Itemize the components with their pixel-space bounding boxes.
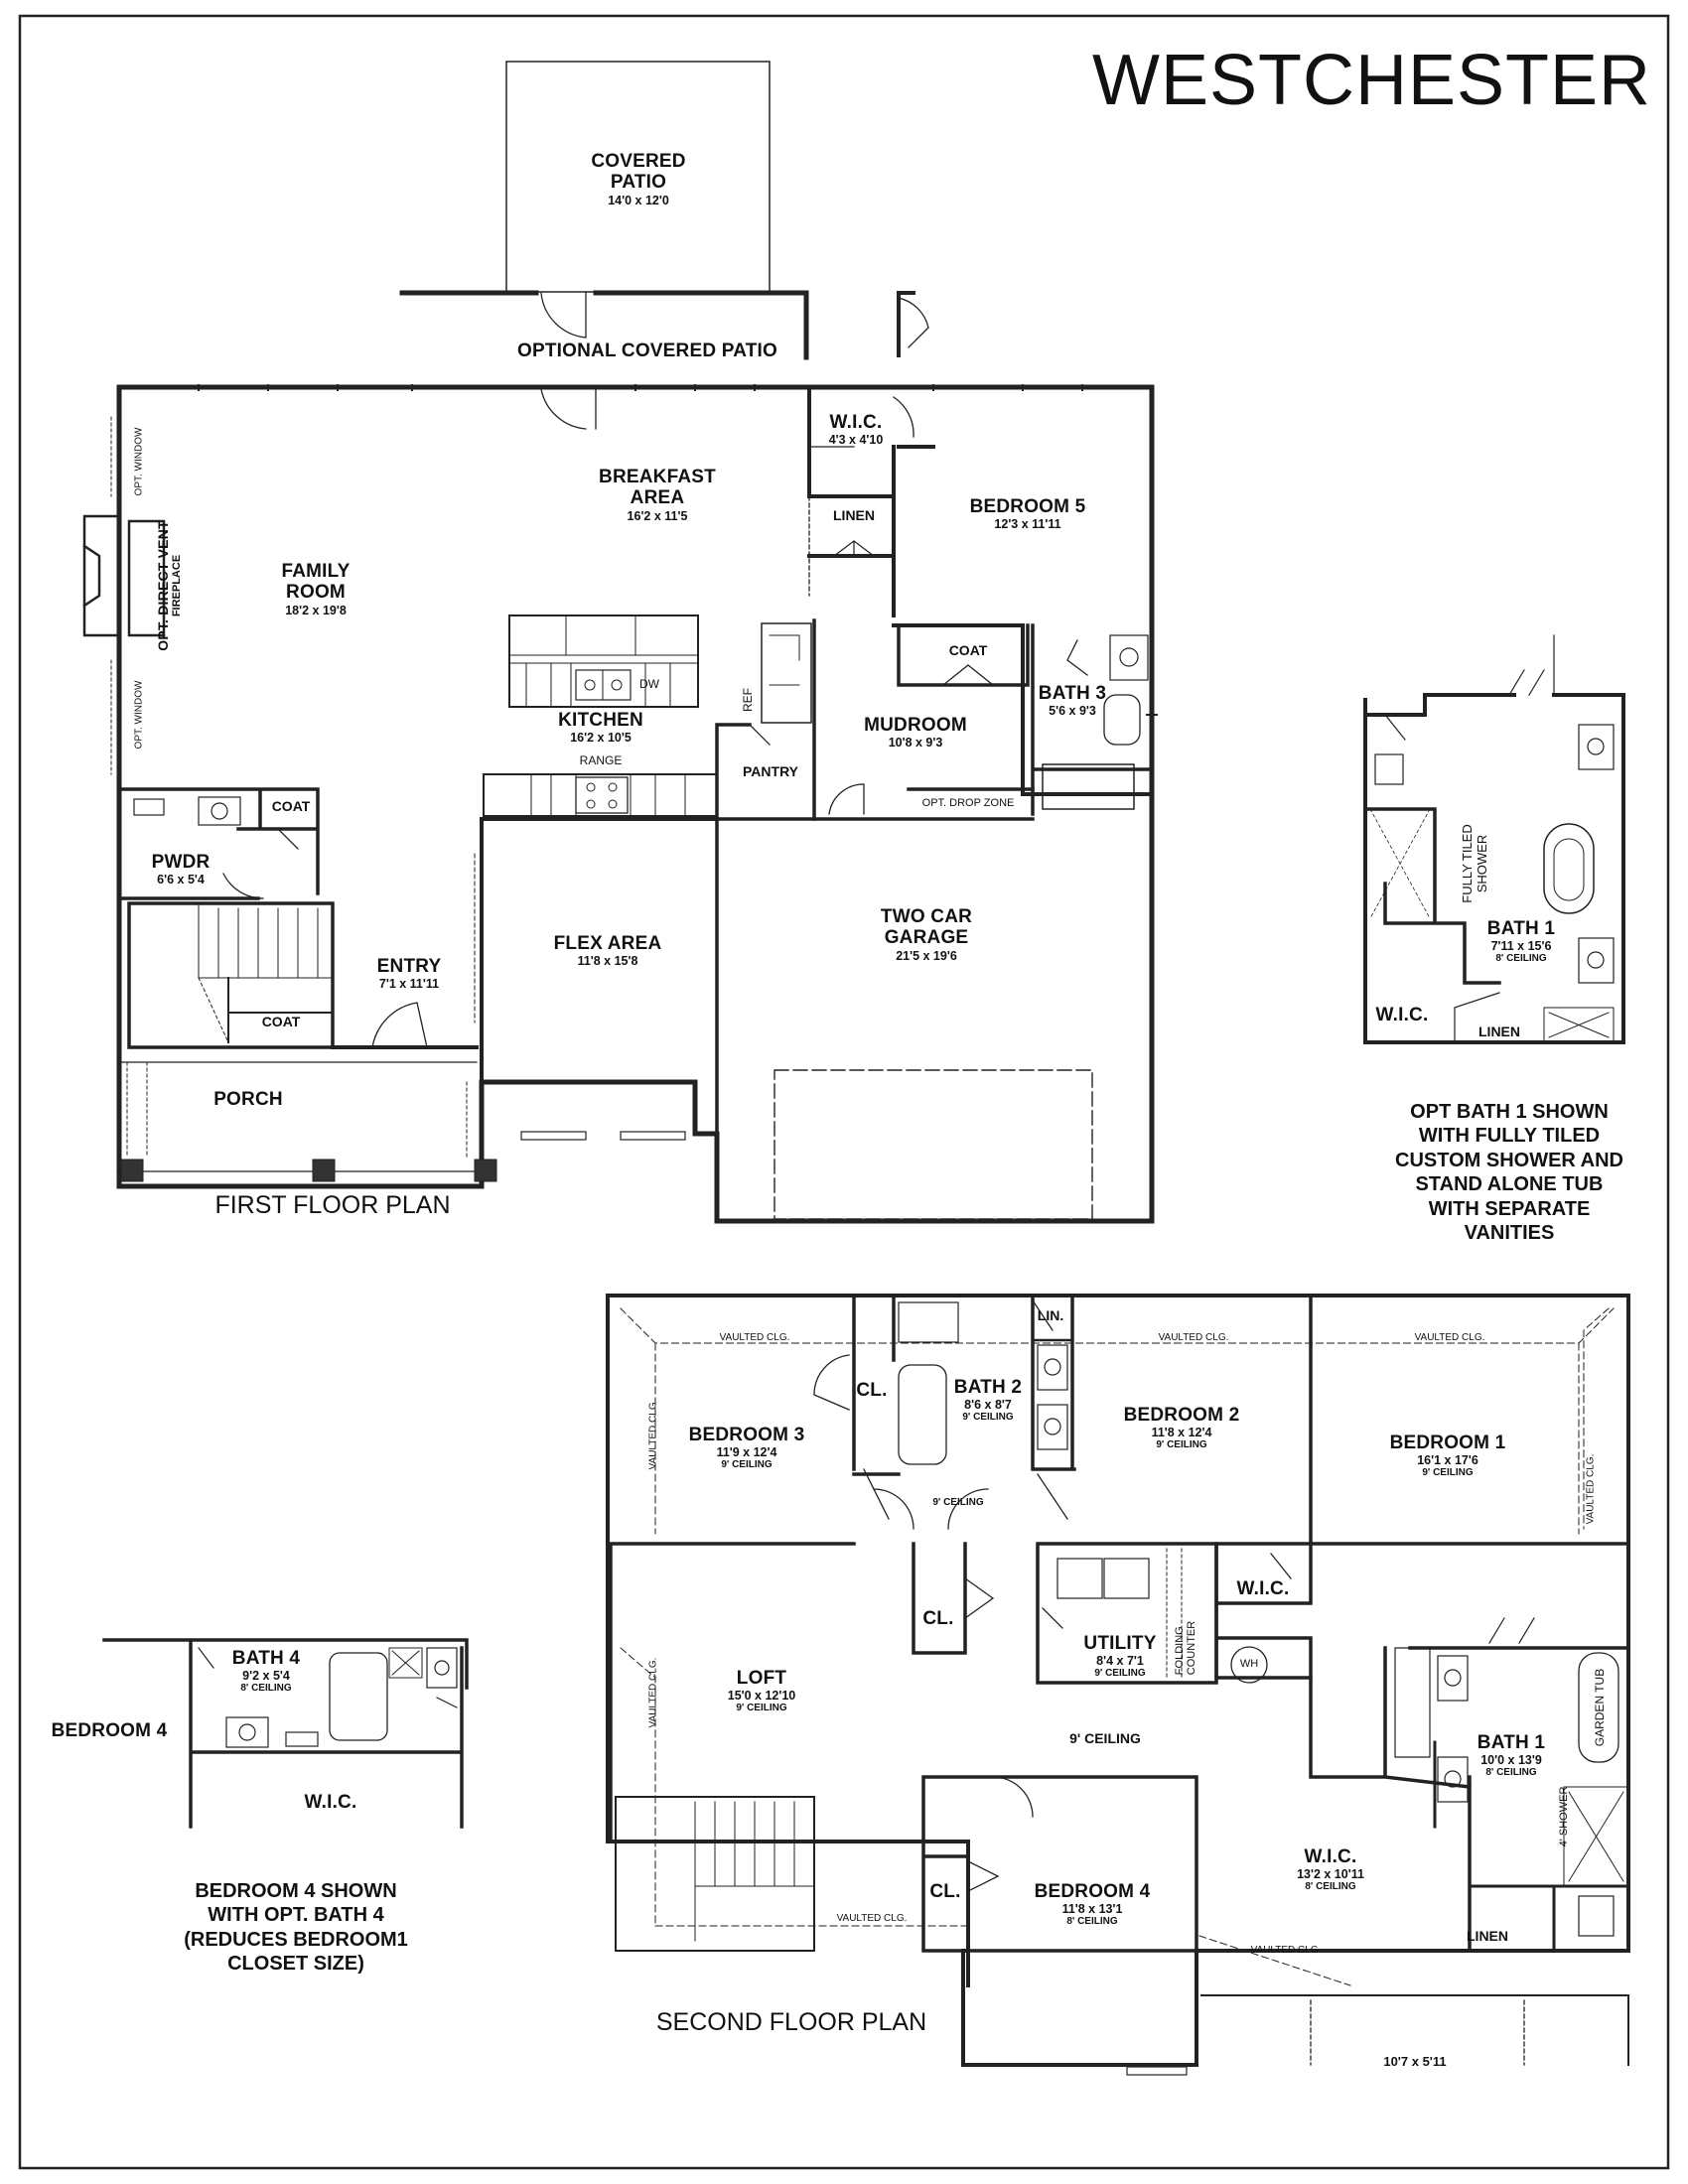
bed5-walls: [807, 385, 1154, 796]
optional-covered-patio-label: OPTIONAL COVERED PATIO: [517, 341, 777, 361]
pantry-label: PANTRY: [743, 763, 798, 779]
upper-room-walls: [609, 1294, 1630, 1843]
range-label: RANGE: [579, 753, 623, 767]
bedroom4-label: BEDROOM 4 11'8 x 13'1 8' CEILING: [1034, 1881, 1151, 1928]
opt-bath1-wic-label: W.I.C.: [1375, 1005, 1429, 1025]
bath2-label: BATH 2 8'6 x 8'7 9' CEILING: [953, 1377, 1023, 1424]
loft-label: LOFT 15'0 x 12'10 9' CEILING: [727, 1668, 796, 1714]
first-floor-heading: FIRST FLOOR PLAN: [214, 1191, 451, 1219]
wic-first-floor-label: W.I.C. 4'3 x 4'10: [828, 412, 884, 448]
second-floor-heading: SECOND FLOOR PLAN: [655, 2008, 927, 2036]
vaulted-clg-stair: VAULTED CLG.: [836, 1913, 908, 1924]
fully-tiled-shower-label: FULLY TILED SHOWER: [1460, 824, 1489, 903]
optional-patio-wall: [399, 290, 809, 360]
fireplace-label: OPT. DIRECT VENT FIREPLACE: [155, 520, 183, 651]
bedroom1-label: BEDROOM 1 16'1 x 17'6 9' CEILING: [1389, 1433, 1506, 1479]
covered-patio-label: COVERED PATIO 14'0 x 12'0: [591, 151, 686, 207]
bath4-option-walls: [102, 1638, 469, 1829]
opt-bath1-label: BATH 1 7'11 x 15'6 8' CEILING: [1486, 918, 1556, 965]
lin-label: LIN.: [1037, 1307, 1064, 1323]
bedroom3-label: BEDROOM 3 11'9 x 12'4 9' CEILING: [688, 1425, 805, 1471]
bath4-option-note: BEDROOM 4 SHOWN WITH OPT. BATH 4 (REDUCE…: [184, 1880, 408, 1976]
shower-label: 4' SHOWER: [1558, 1786, 1570, 1847]
opt-bath1-outline: [1363, 693, 1625, 1044]
plan-title: WESTCHESTER: [1092, 41, 1652, 120]
vaulted-clg-2: VAULTED CLG.: [1158, 1332, 1229, 1343]
vaulted-clg-loft: VAULTED CLG.: [647, 1657, 659, 1728]
range-counter: [483, 773, 718, 817]
coat-mudroom-label: COAT: [948, 642, 988, 658]
ref-label: REF: [741, 688, 755, 712]
coat-stairs-label: COAT: [261, 1014, 301, 1029]
vaulted-clg-1: VAULTED CLG.: [719, 1332, 790, 1343]
vaulted-ceiling-lines: [620, 1307, 1615, 1986]
mudroom-label: MUDROOM 10'8 x 9'3: [864, 715, 967, 751]
garage-label: TWO CAR GARAGE 21'5 x 19'6: [880, 906, 973, 963]
balcony-dims-label: 10'7 x 5'11: [1383, 2054, 1447, 2069]
family-room-label: FAMILY ROOM 18'2 x 19'8: [281, 561, 351, 617]
master-bath-walls: [1309, 1646, 1630, 1953]
hall-ceiling-1: 9' CEILING: [932, 1497, 984, 1508]
water-heater-label: WH: [1239, 1658, 1259, 1670]
pwdr-label: PWDR 6'6 x 5'4: [151, 852, 211, 887]
pantry-walls: [715, 723, 816, 1223]
porch: [116, 1061, 483, 1172]
second-floor-exterior: [606, 1294, 1630, 2067]
bedroom4-option-label: BEDROOM 4: [51, 1720, 168, 1741]
master-bath1-label: BATH 1 10'0 x 13'9 8' CEILING: [1477, 1732, 1546, 1779]
vaulted-clg-left: VAULTED CLG.: [647, 1399, 659, 1470]
closet-bed3-label: CL.: [856, 1380, 888, 1401]
bath3-label: BATH 3 5'6 x 9'3: [1038, 683, 1107, 719]
vaulted-clg-3: VAULTED CLG.: [1414, 1332, 1485, 1343]
bedroom2-label: BEDROOM 2 11'8 x 12'4 9' CEILING: [1123, 1405, 1240, 1451]
hall-ceiling-2: 9' CEILING: [1069, 1730, 1141, 1746]
fireplace-box: [82, 514, 166, 637]
page-border: [18, 14, 1670, 2170]
kitchen-island: [508, 614, 699, 708]
garden-tub-label: GARDEN TUB: [1593, 1668, 1607, 1747]
opt-window-top-label: OPT. WINDOW: [133, 427, 145, 496]
opt-bath1-note: OPT BATH 1 SHOWN WITH FULLY TILED CUSTOM…: [1395, 1101, 1623, 1244]
wic-upper-label: W.I.C.: [1236, 1578, 1290, 1599]
breakfast-area-label: BREAKFAST AREA 16'2 x 11'5: [599, 467, 716, 523]
vaulted-clg-right: VAULTED CLG.: [1585, 1453, 1597, 1525]
opt-bath1-linen-label: LINEN: [1478, 1024, 1520, 1039]
closet-loft: [912, 1542, 967, 1655]
folding-counter-label: FOLDING COUNTER: [1174, 1620, 1197, 1676]
bedroom4-walls: [921, 1775, 1198, 1953]
vaulted-clg-wic: VAULTED CLG.: [1250, 1945, 1322, 1956]
utility-label: UTILITY 8'4 x 7'1 9' CEILING: [1083, 1633, 1157, 1680]
garage-door: [774, 1069, 1093, 1220]
bath4-option-wic-label: W.I.C.: [304, 1792, 357, 1813]
linen-label: LINEN: [833, 507, 875, 523]
entry-label: ENTRY 7'1 x 11'11: [376, 956, 442, 992]
closet-bed4-label: CL.: [929, 1881, 961, 1902]
first-floor-exterior: [116, 384, 1155, 1224]
porch-label: PORCH: [213, 1089, 283, 1110]
wic-wh-walls: [1214, 1542, 1313, 1680]
opt-drop-zone-label: OPT. DROP ZONE: [921, 797, 1015, 809]
bath4-label: BATH 4 9'2 x 5'4 8' CEILING: [231, 1648, 301, 1695]
bedroom5-label: BEDROOM 5 12'3 x 11'11: [969, 496, 1086, 532]
pwdr-walls: [119, 787, 320, 900]
bath3-walls: [897, 623, 1154, 816]
flex-area-label: FLEX AREA 11'8 x 15'8: [553, 933, 662, 969]
master-wic-label: W.I.C. 13'2 x 10'11 8' CEILING: [1297, 1846, 1364, 1893]
stairs-first-floor: [127, 901, 335, 1049]
flex-area-walls: [480, 817, 719, 1084]
linen-upper-label: LINEN: [1467, 1928, 1508, 1944]
stairs-second-floor: [615, 1796, 815, 1952]
kitchen-label: KITCHEN 16'2 x 10'5: [558, 710, 643, 746]
opt-window-bottom-label: OPT. WINDOW: [133, 680, 145, 750]
coat-pwdr-label: COAT: [271, 798, 311, 814]
closet-loft-label: CL.: [922, 1608, 954, 1629]
dw-label: DW: [639, 677, 659, 691]
